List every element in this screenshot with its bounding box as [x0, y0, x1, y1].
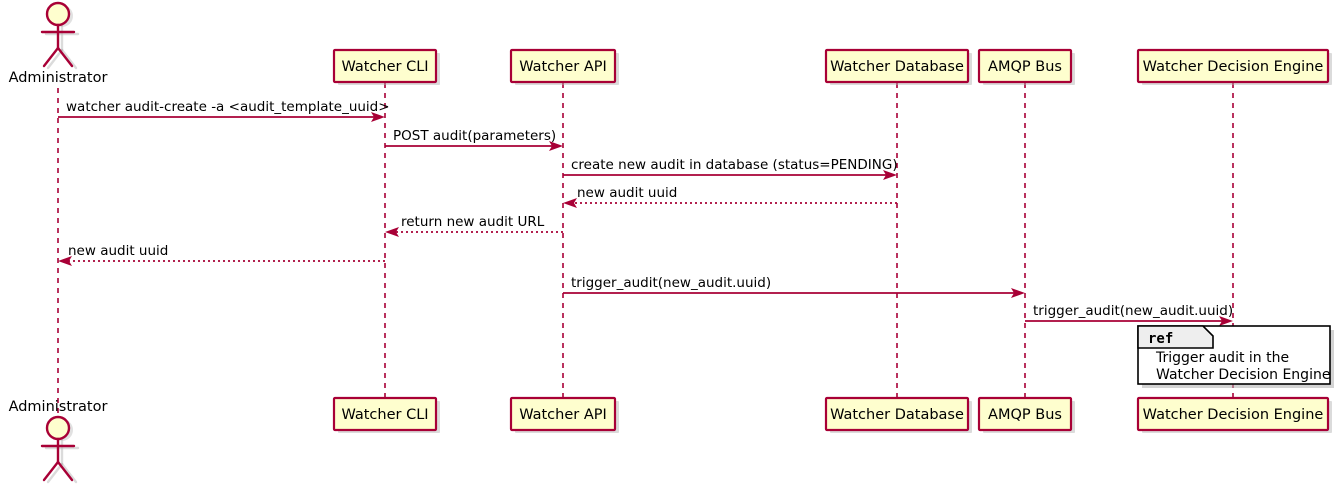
participant-amqp-bus-bottom[interactable]: AMQP Bus: [977, 396, 1075, 433]
lifelines-layer: [57, 83, 1234, 434]
message-1[interactable]: watcher audit-create -a <audit_template_…: [58, 99, 390, 122]
participant-box-watcher-api-top[interactable]: [509, 48, 617, 84]
participant-label-watcher-cli-bottom: Watcher CLI: [341, 407, 428, 423]
actor-leg-right-bottom: [56, 460, 74, 482]
message-8[interactable]: trigger_audit(new_audit.uuid): [1025, 303, 1233, 326]
participant-watcher-database-bottom[interactable]: Watcher Database: [824, 396, 972, 433]
participant-label-watcher-cli-top: Watcher CLI: [341, 59, 428, 75]
actor-head-icon-top: [45, 1, 71, 27]
message-arrowhead-5: [385, 227, 399, 237]
participant-label-watcher-api-bottom: Watcher API: [519, 407, 607, 423]
participant-box-watcher-decision-engine-top[interactable]: [1136, 48, 1330, 84]
participant-amqp-bus-top[interactable]: AMQP Bus: [977, 48, 1075, 85]
participant-label-watcher-database-top: Watcher Database: [830, 59, 964, 75]
actor-administrator-top[interactable]: Administrator: [9, 1, 108, 86]
actor-leg-right-top: [56, 46, 74, 68]
message-label-6: new audit uuid: [68, 243, 168, 259]
actor-label-administrator-bottom: Administrator: [9, 399, 108, 415]
message-7[interactable]: trigger_audit(new_audit.uuid): [563, 275, 1025, 298]
participant-label-watcher-decision-engine-bottom: Watcher Decision Engine: [1143, 407, 1324, 423]
ref-fragment-line-1: Trigger audit in the: [1155, 350, 1289, 366]
ref-fragment-tab: [1137, 325, 1214, 349]
participant-box-watcher-database-bottom[interactable]: [824, 396, 970, 432]
participant-label-amqp-bus-top: AMQP Bus: [988, 59, 1062, 75]
ref-fragment-line-2: Watcher Decision Engine: [1156, 367, 1330, 383]
message-arrowhead-2: [549, 141, 563, 151]
message-label-3: create new audit in database (status=PEN…: [571, 157, 898, 173]
message-4[interactable]: new audit uuid: [563, 185, 897, 208]
message-arrowhead-3: [883, 170, 897, 180]
message-arrowhead-6: [58, 256, 72, 266]
participant-box-watcher-database-top[interactable]: [824, 48, 970, 84]
participant-watcher-cli-bottom[interactable]: Watcher CLI: [332, 396, 440, 433]
message-2[interactable]: POST audit(parameters): [385, 128, 563, 151]
actor-leg-left-bottom: [42, 460, 60, 482]
participant-box-watcher-cli-top[interactable]: [332, 48, 438, 84]
participant-box-amqp-bus-top[interactable]: [977, 48, 1073, 84]
participant-box-watcher-api-bottom[interactable]: [509, 396, 617, 432]
participant-box-watcher-cli-bottom[interactable]: [332, 396, 438, 432]
actor-label-administrator-top: Administrator: [9, 70, 108, 86]
participant-watcher-api-bottom[interactable]: Watcher API: [509, 396, 619, 433]
message-label-1: watcher audit-create -a <audit_template_…: [66, 99, 390, 115]
participant-label-watcher-decision-engine-top: Watcher Decision Engine: [1143, 59, 1324, 75]
participant-label-amqp-bus-bottom: AMQP Bus: [988, 407, 1062, 423]
message-arrowhead-8: [1219, 316, 1233, 326]
message-label-7: trigger_audit(new_audit.uuid): [571, 275, 771, 291]
participant-watcher-database-top[interactable]: Watcher Database: [824, 48, 972, 85]
participant-watcher-decision-engine-bottom[interactable]: Watcher Decision Engine: [1136, 396, 1332, 433]
message-label-4: new audit uuid: [577, 185, 677, 201]
message-arrowhead-4: [563, 198, 577, 208]
message-3[interactable]: create new audit in database (status=PEN…: [563, 157, 898, 180]
participant-watcher-cli-top[interactable]: Watcher CLI: [332, 48, 440, 85]
ref-fragment[interactable]: ref Trigger audit in the Watcher Decisio…: [1137, 325, 1334, 388]
participant-label-watcher-api-top: Watcher API: [519, 59, 607, 75]
message-arrowhead-7: [1011, 288, 1025, 298]
participant-watcher-decision-engine-top[interactable]: Watcher Decision Engine: [1136, 48, 1332, 85]
message-5[interactable]: return new audit URL: [385, 214, 563, 237]
message-label-8: trigger_audit(new_audit.uuid): [1033, 303, 1233, 319]
participant-label-watcher-database-bottom: Watcher Database: [830, 407, 964, 423]
actor-head-icon-bottom: [45, 415, 71, 441]
message-6[interactable]: new audit uuid: [58, 243, 385, 266]
ref-fragment-keyword: ref: [1148, 331, 1173, 347]
message-label-2: POST audit(parameters): [393, 128, 556, 144]
actor-leg-left-top: [42, 46, 60, 68]
message-arrowhead-1: [371, 112, 385, 122]
participant-watcher-api-top[interactable]: Watcher API: [509, 48, 619, 85]
participant-box-watcher-decision-engine-bottom[interactable]: [1136, 396, 1330, 432]
actor-administrator-bottom[interactable]: Administrator: [9, 399, 108, 484]
message-label-5: return new audit URL: [401, 214, 545, 230]
participant-box-amqp-bus-bottom[interactable]: [977, 396, 1073, 432]
